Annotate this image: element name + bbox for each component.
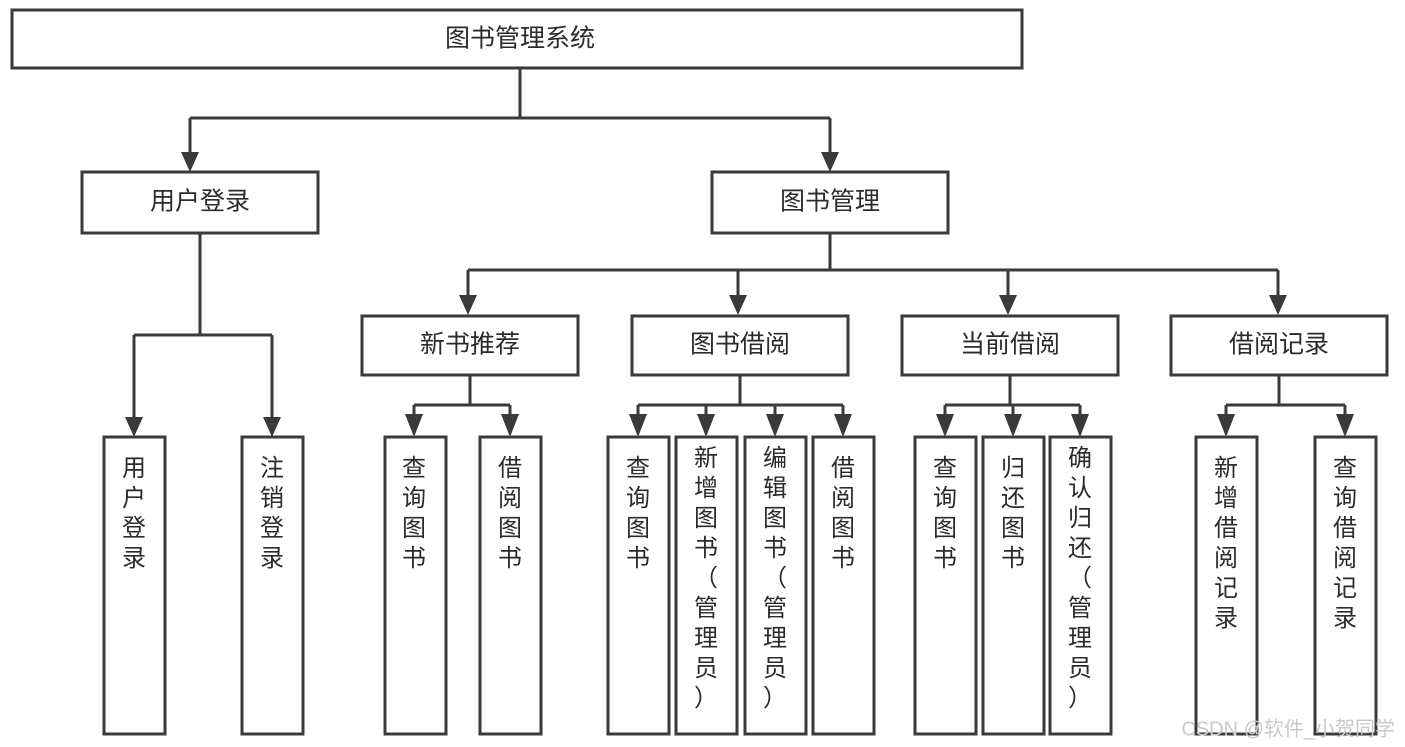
arrow-head-current-borrow xyxy=(999,295,1017,315)
arrow-head-bb-borrow-book xyxy=(834,414,852,437)
leaf-box xyxy=(1048,435,1113,736)
arrow-head-cb-return-book xyxy=(1004,414,1022,437)
node-book-borrow-label: 图书借阅 xyxy=(690,331,790,359)
arrow-head-nb-borrow-book xyxy=(501,414,519,437)
leaf-label: 查询图书 xyxy=(402,455,426,572)
leaf-current-borrow-query[interactable]: 查询图书 xyxy=(913,435,978,736)
node-current-borrow-box xyxy=(900,314,1120,377)
connector-group-book-mgmt xyxy=(459,233,1287,315)
leaf-label: 查询借阅记录 xyxy=(1333,455,1357,632)
arrow-head-borrow-record xyxy=(1269,295,1287,315)
node-root-label: 图书管理系统 xyxy=(445,25,595,53)
node-new-book-recommend-box xyxy=(360,314,580,377)
leaf-label: 借阅图书 xyxy=(498,455,522,572)
leaf-user-login-logout[interactable]: 注销登录 xyxy=(240,435,305,736)
leaf-current-borrow-return[interactable]: 归还图书 xyxy=(981,435,1046,736)
leaf-label: 查询图书 xyxy=(626,455,650,572)
leaf-book-borrow-add[interactable]: 新增图书（管理员） xyxy=(674,435,739,736)
leaf-user-login-login[interactable]: 用户登录 xyxy=(102,435,167,736)
arrow-head-cb-query-book xyxy=(936,414,954,437)
node-book-management-box xyxy=(710,170,950,235)
leaf-box xyxy=(383,435,448,736)
connector-group-current-borrow xyxy=(936,375,1089,437)
connector-group-borrow-record xyxy=(1217,375,1354,437)
leaf-borrow-record-add[interactable]: 新增借阅记录 xyxy=(1194,435,1259,736)
node-root-box xyxy=(10,8,1024,70)
node-book-borrow[interactable]: 图书借阅 xyxy=(630,314,850,377)
arrow-head-book-mgmt xyxy=(821,152,839,172)
node-new-book-recommend-label: 新书推荐 xyxy=(420,331,520,359)
leaf-label: 归还图书 xyxy=(1001,455,1025,572)
leaf-label: 新增借阅记录 xyxy=(1214,455,1238,632)
leaf-box xyxy=(674,435,739,736)
leaf-box xyxy=(743,435,808,736)
arrow-head-br-query-record xyxy=(1336,414,1354,437)
leaf-label: 用户登录 xyxy=(122,455,146,572)
arrow-head-book-borrow xyxy=(729,295,747,315)
connector-group-user-login xyxy=(125,233,281,437)
leaf-label: 确认归还（管理员） xyxy=(1068,445,1092,712)
node-new-book-recommend[interactable]: 新书推荐 xyxy=(360,314,580,377)
connector-group-root xyxy=(181,68,839,172)
arrow-head-leaf-user-login xyxy=(125,417,143,437)
leaf-new-book-borrow[interactable]: 借阅图书 xyxy=(478,435,543,736)
leaf-label: 查询图书 xyxy=(933,455,957,572)
arrow-head-cb-confirm-return xyxy=(1071,414,1089,437)
arrow-head-br-add-record xyxy=(1217,414,1235,437)
connector-group-new-book-recommend xyxy=(405,375,519,437)
connector-group-book-borrow xyxy=(629,375,852,437)
arrow-head-nb-query-book xyxy=(405,414,423,437)
leaf-box xyxy=(811,435,876,736)
leaf-box xyxy=(606,435,671,736)
node-user-login-box xyxy=(80,170,320,235)
leaf-box xyxy=(1313,435,1378,736)
node-book-borrow-box xyxy=(630,314,850,377)
leaf-label: 注销登录 xyxy=(260,455,284,572)
leaf-label: 借阅图书 xyxy=(831,455,855,572)
leaf-borrow-record-query[interactable]: 查询借阅记录 xyxy=(1313,435,1378,736)
leaf-book-borrow-edit[interactable]: 编辑图书（管理员） xyxy=(743,435,808,736)
node-current-borrow[interactable]: 当前借阅 xyxy=(900,314,1120,377)
leaf-book-borrow-query[interactable]: 查询图书 xyxy=(606,435,671,736)
arrow-head-bb-edit-book xyxy=(766,414,784,437)
leaf-label: 新增图书（管理员） xyxy=(694,445,718,712)
arrow-head-user-login xyxy=(181,152,199,172)
leaf-current-borrow-confirm[interactable]: 确认归还（管理员） xyxy=(1048,435,1113,736)
node-borrow-record-box xyxy=(1169,314,1389,377)
node-book-management[interactable]: 图书管理 xyxy=(710,170,950,235)
leaf-box xyxy=(981,435,1046,736)
node-user-login[interactable]: 用户登录 xyxy=(80,170,320,235)
arrow-head-bb-query-book xyxy=(629,414,647,437)
leaf-book-borrow-borrow[interactable]: 借阅图书 xyxy=(811,435,876,736)
leaf-box xyxy=(913,435,978,736)
leaf-label: 编辑图书（管理员） xyxy=(763,445,787,712)
leaf-box xyxy=(478,435,543,736)
watermark-label: CSDN @软件_小贺同学 xyxy=(1181,717,1395,740)
leaf-box xyxy=(1194,435,1259,736)
node-current-borrow-label: 当前借阅 xyxy=(960,331,1060,359)
leaf-new-book-query[interactable]: 查询图书 xyxy=(383,435,448,736)
leaf-box xyxy=(102,435,167,736)
arrow-head-leaf-logout xyxy=(263,417,281,437)
node-book-management-label: 图书管理 xyxy=(780,188,880,216)
arrow-head-bb-add-book xyxy=(697,414,715,437)
node-borrow-record-label: 借阅记录 xyxy=(1229,331,1329,359)
arrow-head-new-book-recommend xyxy=(459,295,477,315)
node-user-login-label: 用户登录 xyxy=(150,188,250,216)
node-root-system[interactable]: 图书管理系统 xyxy=(10,8,1024,70)
leaf-box xyxy=(240,435,305,736)
node-borrow-record[interactable]: 借阅记录 xyxy=(1169,314,1389,377)
